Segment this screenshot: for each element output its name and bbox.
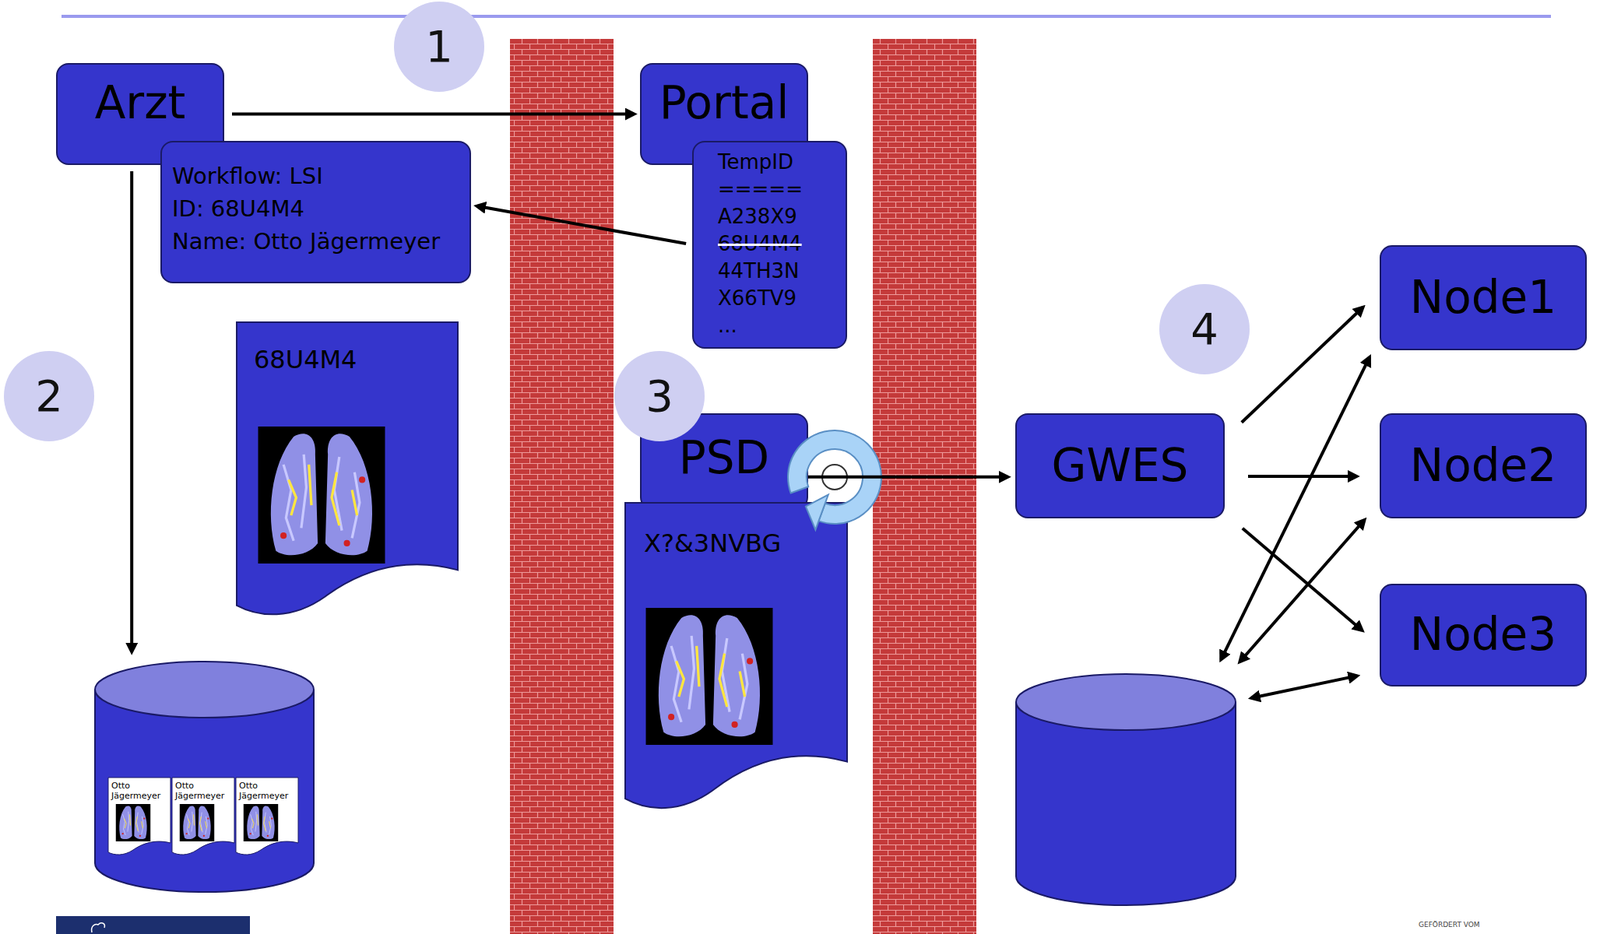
- cylinder-top: [1016, 674, 1236, 731]
- node-text: ...: [717, 312, 838, 340]
- flow-arrow: [232, 112, 634, 117]
- cycle-icon: [787, 430, 882, 524]
- patient-document: Otto Jägermeyer: [172, 777, 235, 856]
- document-shape: [236, 322, 458, 615]
- logo-block: [56, 916, 250, 934]
- scan-document: X?&3NVBG: [625, 502, 848, 812]
- node-text: =====: [717, 175, 838, 204]
- document-shape: [625, 502, 848, 809]
- document-shape: [172, 777, 235, 855]
- flow-arrow: [1241, 307, 1363, 423]
- node-text: 44TH3N: [717, 257, 838, 285]
- callout-number: 4: [1159, 284, 1250, 375]
- id-list: TempID=====A238X968U4M444TH3NX66TV9...: [692, 140, 848, 349]
- service-box: GWES: [1015, 413, 1225, 519]
- flow-arrow: [1248, 474, 1357, 479]
- document-shape: [108, 777, 171, 855]
- database: [1015, 673, 1237, 907]
- node-text: Portal: [649, 77, 799, 130]
- lung-scan: [243, 804, 278, 842]
- node-text: ID: 68U4M4: [172, 192, 460, 226]
- lung-scan: [646, 608, 774, 746]
- database: Otto Jägermeyer Otto Jägermeyer Otto Jäger…: [94, 661, 315, 894]
- connector-group: [131, 114, 1370, 699]
- funding-note: GEFÖRDERT VOM: [1418, 921, 1481, 930]
- node-text: Node1: [1389, 271, 1578, 324]
- cylinder-top: [94, 661, 314, 718]
- record-card: Workflow: LSIID: 68U4M4Name: Otto Jägerm…: [160, 140, 472, 284]
- header-rule: [61, 14, 1551, 18]
- node-text: TempID: [717, 148, 838, 176]
- node-text: Workflow: LSI: [172, 159, 460, 193]
- flow-arrow: [1251, 675, 1358, 698]
- flow-arrow: [1242, 528, 1362, 631]
- callout-number: 1: [393, 1, 485, 92]
- callout-number: 2: [3, 351, 95, 442]
- firewall: [872, 38, 977, 934]
- node-text: Arzt: [65, 77, 215, 130]
- flow-arrow: [477, 206, 686, 244]
- lung-scan: [258, 426, 386, 564]
- node-text: Otto Jägermeyer: [175, 780, 232, 802]
- node-outline: [94, 661, 315, 894]
- document-shape: [235, 777, 299, 855]
- callout-number: 3: [614, 351, 705, 442]
- compute-node: Node2: [1379, 413, 1587, 519]
- node-text: 68U4M4: [717, 230, 838, 258]
- node-text: X?&3NVBG: [643, 529, 840, 559]
- node-outline: [1015, 673, 1237, 907]
- node-text: X66TV9: [717, 284, 838, 313]
- flow-arrow: [1220, 357, 1369, 660]
- node-text: PSD: [649, 432, 799, 485]
- node-text: Otto Jägermeyer: [239, 780, 296, 802]
- node-text: A238X9: [717, 203, 838, 231]
- logo-mark: [91, 923, 106, 933]
- patient-document: Otto Jägermeyer: [235, 777, 299, 856]
- cylinder-body: [94, 689, 314, 893]
- cylinder-body: [1016, 702, 1236, 906]
- scan-document: 68U4M4: [236, 322, 458, 618]
- flow-arrow: [808, 475, 1008, 479]
- node-text: Name: Otto Jägermeyer: [172, 225, 460, 258]
- compute-node: Node1: [1379, 245, 1587, 351]
- flow-arrow: [130, 171, 134, 652]
- lung-scan: [179, 804, 215, 842]
- patient-document: Otto Jägermeyer: [108, 777, 171, 856]
- node-text: GWES: [1024, 439, 1216, 493]
- node-text: Otto Jägermeyer: [111, 780, 168, 802]
- firewall: [509, 38, 614, 934]
- node-text: Node3: [1389, 608, 1578, 662]
- compute-node: Node3: [1379, 583, 1587, 687]
- cycle-arrowhead: [805, 495, 829, 531]
- flow-arrow: [1240, 520, 1365, 662]
- node-text: 68U4M4: [253, 345, 451, 375]
- cycle-hub: [822, 464, 848, 490]
- node-text: Node2: [1389, 439, 1578, 493]
- lung-scan: [116, 804, 151, 842]
